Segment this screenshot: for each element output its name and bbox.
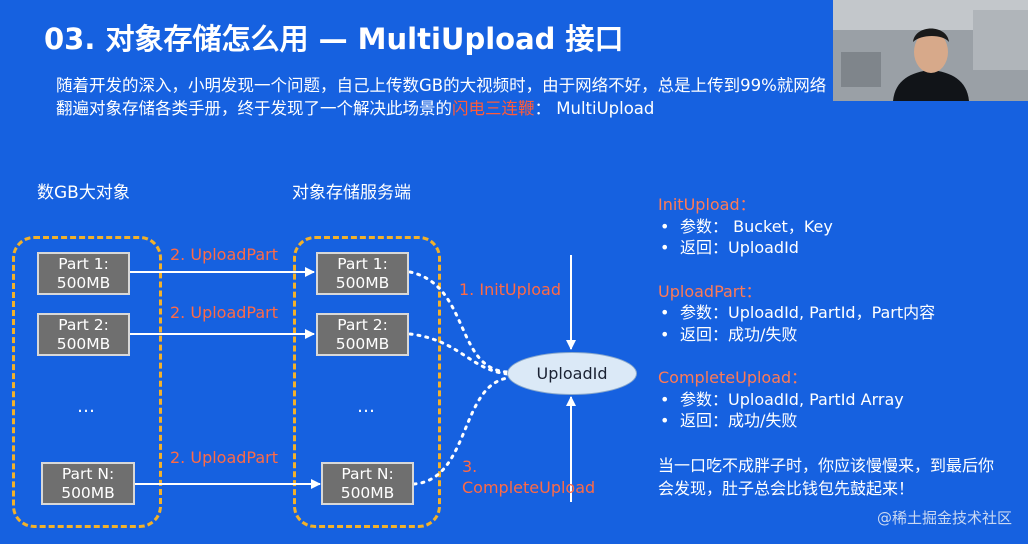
upload-part-label-n: 2. UploadPart (170, 448, 278, 467)
bullet-icon: • (660, 238, 670, 257)
client-object-group (12, 236, 162, 528)
init-upload-label: 1. InitUpload (459, 280, 561, 299)
complete-upload-section: CompleteUpload： •参数：UploadId, PartId Arr… (658, 367, 1028, 432)
section-title: CompleteUpload： (658, 368, 808, 387)
bullet-icon: • (660, 389, 670, 409)
dotted-curve-2 (408, 332, 510, 376)
watermark: @稀土掘金技术社区 (876, 509, 1012, 527)
list-item: •返回：成功/失败 (660, 324, 798, 344)
closing-note: 当一口吃不成胖子时，你应该慢慢来，到最后你 会发现，肚子总会比钱包先鼓起来！ (658, 455, 995, 498)
client-part-1: Part 1: 500MB (37, 252, 130, 295)
intro-text: 随着开发的深入，小明发现一个问题，自己上传数GB的大视频时，由于网络不好，总是上… (56, 74, 826, 120)
section-title: InitUpload： (658, 195, 756, 214)
client-ellipsis: … (77, 396, 95, 417)
intro-highlight: 闪电三连鞭 (452, 99, 535, 118)
client-part-n: Part N: 500MB (41, 462, 135, 505)
intro-line-2: 翻遍对象存储各类手册，终于发现了一个解决此场景的闪电三连鞭： MultiUplo… (56, 99, 655, 118)
bullet-icon: • (660, 303, 670, 322)
bullet-icon: • (660, 411, 670, 430)
server-object-group (293, 236, 441, 528)
upload-part-label-1: 2. UploadPart (170, 245, 278, 264)
upload-part-section: UploadPart： •参数：UploadId, PartId，Part内容 … (658, 281, 1028, 346)
list-item: •参数： Bucket，Key (660, 216, 833, 236)
upload-part-label-2: 2. UploadPart (170, 303, 278, 322)
dotted-curve-n (412, 376, 510, 486)
api-info-panel: InitUpload： •参数： Bucket，Key •返回：UploadId… (658, 194, 1028, 500)
complete-upload-label: 3. CompleteUpload (462, 457, 596, 497)
presenter-video (833, 0, 1028, 101)
left-column-title: 数GB大对象 (37, 183, 130, 203)
list-item: •参数：UploadId, PartId，Part内容 (660, 303, 936, 322)
init-upload-section: InitUpload： •参数： Bucket，Key •返回：UploadId (658, 194, 1028, 259)
right-column-title: 对象存储服务端 (292, 183, 411, 203)
upload-id-node: UploadId (507, 352, 637, 395)
list-item: •返回：成功/失败 (660, 411, 798, 430)
server-part-1: Part 1: 500MB (316, 252, 409, 295)
dotted-curve-1 (408, 270, 510, 374)
webcam-overlay (833, 0, 1028, 101)
section-title: UploadPart： (658, 281, 762, 301)
client-part-2: Part 2: 500MB (37, 313, 130, 356)
server-part-2: Part 2: 500MB (316, 313, 409, 356)
bullet-icon: • (660, 216, 670, 236)
list-item: •返回：UploadId (660, 238, 799, 257)
server-part-n: Part N: 500MB (321, 462, 414, 505)
intro-line-1: 随着开发的深入，小明发现一个问题，自己上传数GB的大视频时，由于网络不好，总是上… (56, 76, 827, 95)
server-ellipsis: … (357, 396, 375, 417)
list-item: •参数：UploadId, PartId Array (660, 389, 904, 409)
bullet-icon: • (660, 324, 670, 344)
slide-title: 03. 对象存储怎么用 — MultiUpload 接口 (44, 22, 624, 56)
